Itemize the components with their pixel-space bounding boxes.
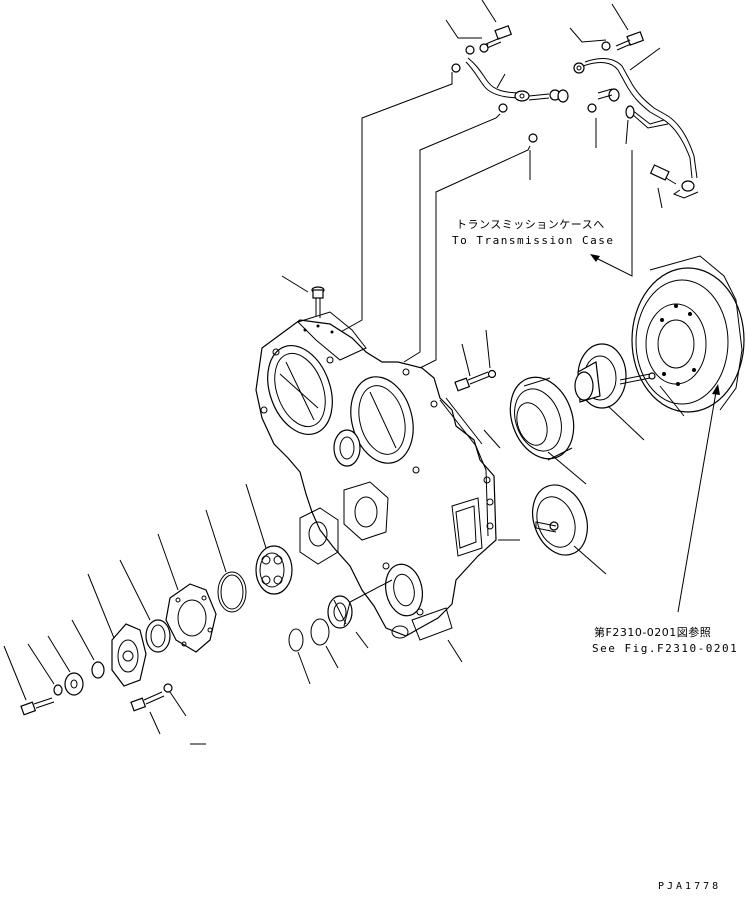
left-exploded-parts xyxy=(3,483,293,745)
oil-pipe-1 xyxy=(465,61,523,99)
pipe-bolt-right xyxy=(573,31,645,74)
drawing-code: PJA1778 xyxy=(658,881,721,892)
pipe-bolt-left xyxy=(479,25,513,53)
bearing-retainer xyxy=(157,533,217,653)
washer xyxy=(451,63,461,73)
washer xyxy=(498,103,508,113)
oil-pipe-assembly xyxy=(445,0,699,209)
housing-bore-lower xyxy=(384,563,424,617)
side-cover xyxy=(451,497,483,557)
assembly-guide-lines xyxy=(329,72,531,373)
retainer-bolt xyxy=(130,683,206,745)
washer xyxy=(587,103,597,113)
bearing-large xyxy=(509,376,587,485)
gear-lower xyxy=(498,484,607,575)
pto-cover-body xyxy=(631,267,745,413)
bearing-bolt xyxy=(454,329,501,449)
washer xyxy=(465,45,475,55)
pipe-connector xyxy=(649,164,677,185)
transmission-annotation: トランスミッションケースへ To Transmission Case xyxy=(452,150,633,277)
output-flange xyxy=(87,573,147,687)
breather-plug xyxy=(281,275,325,318)
transfer-case-housing xyxy=(255,311,497,663)
washer xyxy=(528,133,538,143)
flange-pad-left xyxy=(299,507,339,565)
pto-cover xyxy=(631,255,745,413)
lock-washer xyxy=(53,684,63,696)
transmission-label-en: To Transmission Case xyxy=(452,234,614,247)
oil-pipe-2 xyxy=(582,62,693,179)
roller-bearing xyxy=(245,483,293,595)
fig-ref-leader xyxy=(677,391,717,613)
housing-bore-small xyxy=(333,429,361,467)
fig-ref-label-jp: 第F2310-0201図参照 xyxy=(594,625,711,639)
housing-bore-right xyxy=(350,376,414,464)
arrow-head xyxy=(590,254,600,262)
transmission-label-jp: トランスミッションケースへ xyxy=(456,218,605,231)
fig-ref-label-en: See Fig.F2310-0201 xyxy=(592,642,738,655)
thrust-washer xyxy=(64,672,84,696)
pipe-fitting xyxy=(514,90,530,102)
flange-bolt xyxy=(3,645,55,716)
coupling xyxy=(574,343,685,441)
flange-pad-right xyxy=(343,481,389,541)
o-ring xyxy=(91,661,105,679)
snap-ring xyxy=(217,571,247,613)
front-snap-rings xyxy=(288,579,393,685)
oil-seal xyxy=(145,619,171,653)
